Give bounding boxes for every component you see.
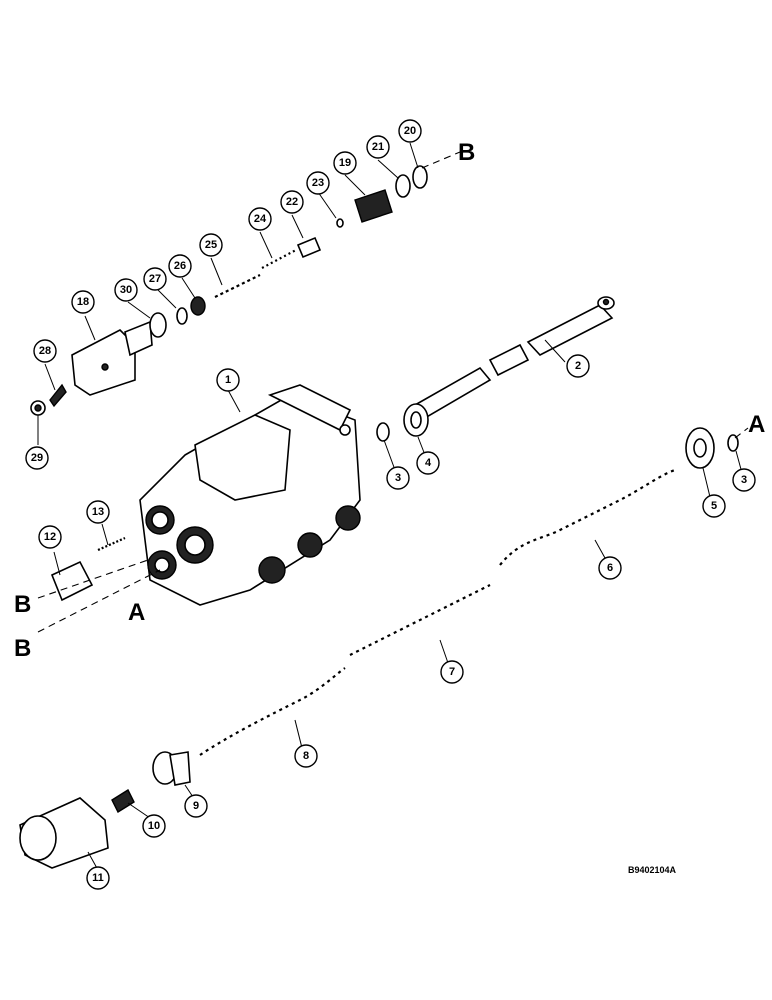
reference-letter-b-top: B bbox=[458, 139, 475, 166]
callout-27: 27 bbox=[143, 267, 167, 291]
callout-number: 3 bbox=[395, 472, 401, 484]
callout-circle bbox=[25, 446, 49, 470]
callout-22: 22 bbox=[280, 190, 304, 214]
callout-circle bbox=[702, 494, 726, 518]
callout-11: 11 bbox=[86, 866, 110, 890]
callout-number: 19 bbox=[339, 157, 351, 169]
callout-20: 20 bbox=[398, 119, 422, 143]
callout-circle bbox=[566, 354, 590, 378]
callout-number: 26 bbox=[174, 260, 186, 272]
callout-circle bbox=[38, 525, 62, 549]
callout-circle bbox=[142, 814, 166, 838]
valve-body bbox=[139, 384, 361, 606]
callout-number: 9 bbox=[193, 800, 199, 812]
callout-circle bbox=[114, 278, 138, 302]
callout-circle bbox=[86, 500, 110, 524]
callout-number: 8 bbox=[303, 750, 309, 762]
callout-number: 30 bbox=[120, 284, 132, 296]
callout-number: 12 bbox=[44, 531, 56, 543]
callout-29: 29 bbox=[25, 446, 49, 470]
callout-circle bbox=[248, 207, 272, 231]
reference-lines bbox=[37, 151, 749, 633]
callout-25: 25 bbox=[199, 233, 223, 257]
figure-code: B9402104A bbox=[628, 865, 677, 875]
callout-28: 28 bbox=[33, 339, 57, 363]
callout-number: 2 bbox=[575, 360, 581, 372]
callout-9: 9 bbox=[184, 794, 208, 818]
callout-4: 4 bbox=[416, 451, 440, 475]
callout-number: 22 bbox=[286, 196, 298, 208]
callout-number: 28 bbox=[39, 345, 51, 357]
callout-number: 3 bbox=[741, 474, 747, 486]
callout-circle bbox=[732, 468, 756, 492]
callout-circle bbox=[366, 135, 390, 159]
callout-number: 24 bbox=[254, 213, 267, 225]
callout-6: 6 bbox=[598, 556, 622, 580]
callout-number: 18 bbox=[77, 296, 89, 308]
callout-10: 10 bbox=[142, 814, 166, 838]
callouts bbox=[37, 142, 743, 871]
spool bbox=[413, 296, 615, 420]
callout-13: 13 bbox=[86, 500, 110, 524]
callout-19: 19 bbox=[333, 151, 357, 175]
callout-number: 21 bbox=[372, 141, 384, 153]
callout-number: 13 bbox=[92, 506, 104, 518]
reference-letter-a-right: A bbox=[748, 411, 765, 438]
callout-circle bbox=[199, 233, 223, 257]
callout-30: 30 bbox=[114, 278, 138, 302]
callout-circle bbox=[398, 119, 422, 143]
callout-number: 23 bbox=[312, 177, 324, 189]
callout-number: 25 bbox=[205, 239, 217, 251]
callout-12: 12 bbox=[38, 525, 62, 549]
callout-circle bbox=[333, 151, 357, 175]
callout-5: 5 bbox=[702, 494, 726, 518]
callout-8: 8 bbox=[294, 744, 318, 768]
reference-letter-a-left: A bbox=[128, 599, 145, 626]
callout-circle bbox=[294, 744, 318, 768]
main-springs bbox=[199, 468, 676, 756]
washers-and-rings bbox=[376, 403, 739, 469]
callout-2: 2 bbox=[566, 354, 590, 378]
callout-number: 11 bbox=[92, 872, 104, 884]
reference-letter-b-left-lower: B bbox=[14, 635, 31, 662]
callout-number: 1 bbox=[225, 374, 231, 386]
callout-number: 20 bbox=[404, 125, 416, 137]
callout-circle bbox=[33, 339, 57, 363]
relief-cartridge-parts bbox=[30, 165, 428, 416]
callout-circle bbox=[598, 556, 622, 580]
callout-24: 24 bbox=[248, 207, 272, 231]
callout-number: 10 bbox=[148, 820, 160, 832]
callout-number: 29 bbox=[31, 452, 43, 464]
callout-number: 5 bbox=[711, 500, 717, 512]
callout-circle bbox=[184, 794, 208, 818]
lower-parts bbox=[19, 536, 191, 869]
callout-circle bbox=[71, 290, 95, 314]
callout-26: 26 bbox=[168, 254, 192, 278]
callout-circle bbox=[86, 866, 110, 890]
callout-circle bbox=[168, 254, 192, 278]
callout-circle bbox=[143, 267, 167, 291]
callout-3: 3 bbox=[386, 466, 410, 490]
callout-circle bbox=[280, 190, 304, 214]
callout-18: 18 bbox=[71, 290, 95, 314]
reference-letter-b-left-upper: B bbox=[14, 591, 31, 618]
callout-7: 7 bbox=[440, 660, 464, 684]
callout-circle bbox=[306, 171, 330, 195]
callout-number: 7 bbox=[449, 666, 455, 678]
callout-number: 27 bbox=[149, 273, 161, 285]
callout-circle bbox=[440, 660, 464, 684]
callout-1: 1 bbox=[216, 368, 240, 392]
callout-number: 4 bbox=[425, 457, 432, 469]
callout-circle bbox=[386, 466, 410, 490]
callout-circle bbox=[416, 451, 440, 475]
callout-circle bbox=[216, 368, 240, 392]
callout-number: 6 bbox=[607, 562, 613, 574]
callout-23: 23 bbox=[306, 171, 330, 195]
callout-3: 3 bbox=[732, 468, 756, 492]
callout-21: 21 bbox=[366, 135, 390, 159]
